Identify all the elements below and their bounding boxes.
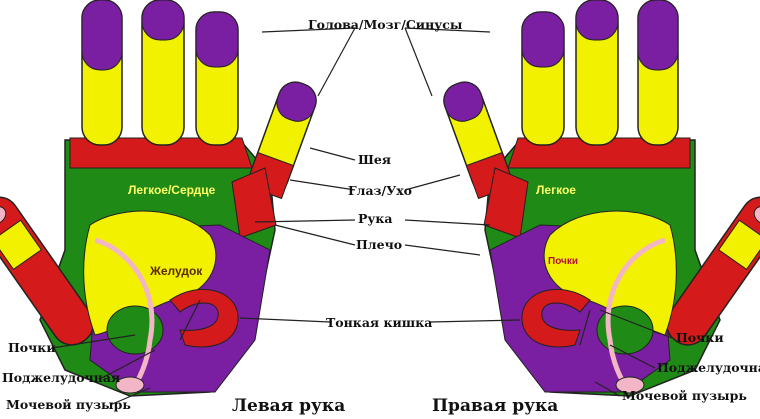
label-arm: Рука <box>358 211 393 226</box>
caption-left-hand: Левая рука <box>232 396 346 416</box>
label-bladder-left: Мочевой пузырь <box>6 397 131 412</box>
label-kidneys-right: Почки <box>676 330 724 345</box>
zone-lung: Легкое <box>536 183 576 197</box>
label-pancreas-right: Поджелудочная <box>657 360 760 375</box>
left-hand <box>0 0 321 396</box>
caption-right-hand: Правая рука <box>432 396 559 416</box>
label-shoulder: Плечо <box>356 237 403 252</box>
label-neck: Шея <box>358 152 392 167</box>
label-small-intestine: Тонкая кишка <box>326 315 433 330</box>
label-kidneys-left: Почки <box>8 340 56 355</box>
label-bladder-right: Мочевой пузырь <box>622 388 747 403</box>
label-pancreas-left: Поджелудочная <box>2 370 121 385</box>
zone-lung-heart: Легкое/Сердце <box>128 183 216 197</box>
zone-kidneys: Почки <box>548 256 579 267</box>
label-eye-ear: Глаз/Ухо <box>348 183 413 198</box>
zone-stomach: Желудок <box>150 264 203 278</box>
label-head: Голова/Мозг/Синусы <box>308 17 463 32</box>
leader-lines <box>51 27 673 406</box>
